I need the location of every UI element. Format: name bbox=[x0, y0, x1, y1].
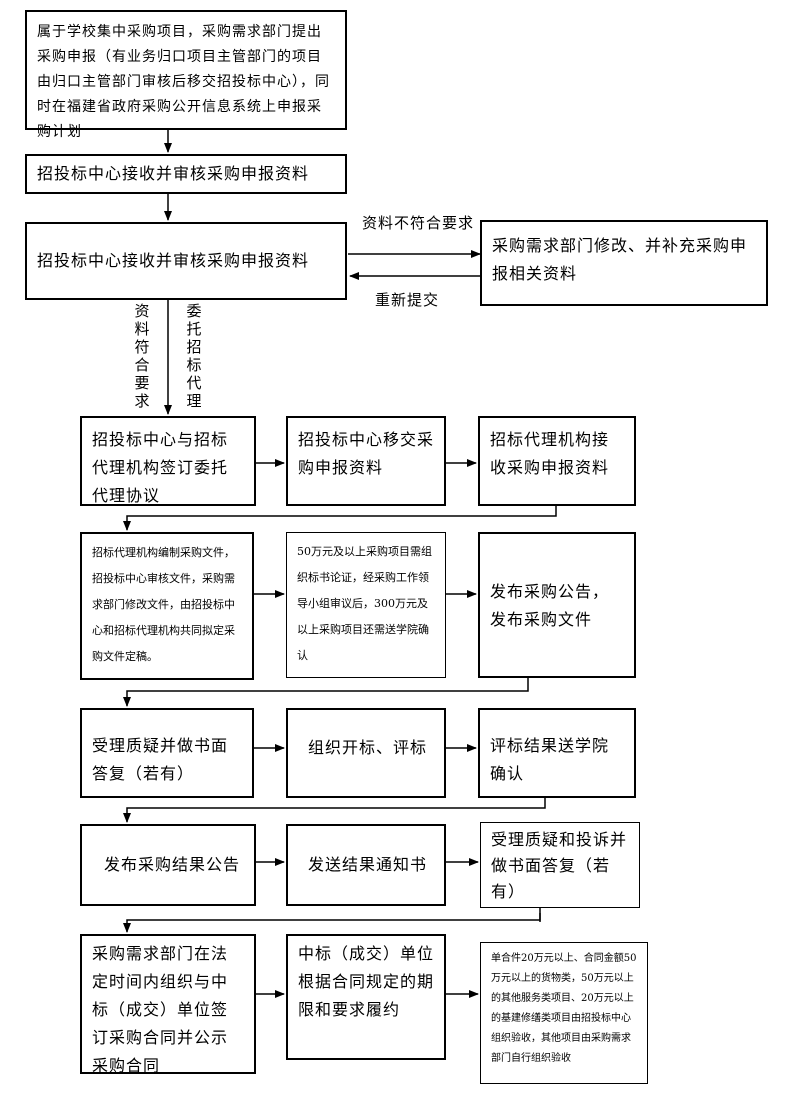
step-publish-results: 发布采购结果公告 bbox=[80, 824, 256, 906]
step-sign-agreement: 招投标中心与招标代理机构签订委托代理协议 bbox=[80, 416, 256, 506]
step-publish-announcement: 发布采购公告，发布采购文件 bbox=[478, 532, 636, 678]
arrow-b13-b14 bbox=[123, 798, 546, 823]
label-resubmit: 重新提交 bbox=[375, 291, 440, 309]
step-transfer-materials: 招投标中心移交采购申报资料 bbox=[286, 416, 446, 506]
step-agency-receive: 招标代理机构接收采购申报资料 bbox=[478, 416, 636, 506]
step-compile-documents: 招标代理机构编制采购文件，招投标中心审核文件，采购需求部门修改文件，由招投标中心… bbox=[80, 532, 254, 680]
step-receive-review-2: 招投标中心接收并审核采购申报资料 bbox=[25, 222, 347, 300]
label-entrust: 委托招标代理 bbox=[186, 302, 202, 410]
step-acceptance: 单合件20万元以上、合同金额50万元以上的货物类，50万元以上的其他服务类项目、… bbox=[480, 942, 648, 1084]
label-not-meet: 资料不符合要求 bbox=[362, 214, 475, 232]
label-meet: 资料符合要求 bbox=[134, 302, 150, 410]
arrow-b7-b8 bbox=[123, 505, 557, 531]
step-send-notice: 发送结果通知书 bbox=[286, 824, 446, 906]
step-revise-materials: 采购需求部门修改、并补充采购申报相关资料 bbox=[480, 220, 768, 306]
arrow-b10-b11 bbox=[123, 678, 529, 707]
step-handle-queries-1: 受理质疑并做书面答复（若有） bbox=[80, 708, 254, 798]
step-results-confirm: 评标结果送学院确认 bbox=[478, 708, 636, 798]
arrow-b16-b17 bbox=[123, 906, 541, 933]
step-fulfil-contract: 中标（成交）单位根据合同规定的期限和要求履约 bbox=[286, 934, 446, 1060]
step-sign-contract: 采购需求部门在法定时间内组织与中标（成交）单位签订采购合同并公示采购合同 bbox=[80, 934, 256, 1075]
step-receive-review-1: 招投标中心接收并审核采购申报资料 bbox=[25, 154, 347, 194]
step-submit-request: 属于学校集中采购项目，采购需求部门提出采购申报（有业务归口项目主管部门的项目由归… bbox=[25, 10, 347, 140]
step-handle-queries-2: 受理质疑和投诉并做书面答复（若有） bbox=[480, 822, 640, 908]
step-open-evaluate-bids: 组织开标、评标 bbox=[286, 708, 446, 798]
step-document-review: 50万元及以上采购项目需组织标书论证，经采购工作领导小组审议后，300万元及以上… bbox=[286, 532, 446, 678]
